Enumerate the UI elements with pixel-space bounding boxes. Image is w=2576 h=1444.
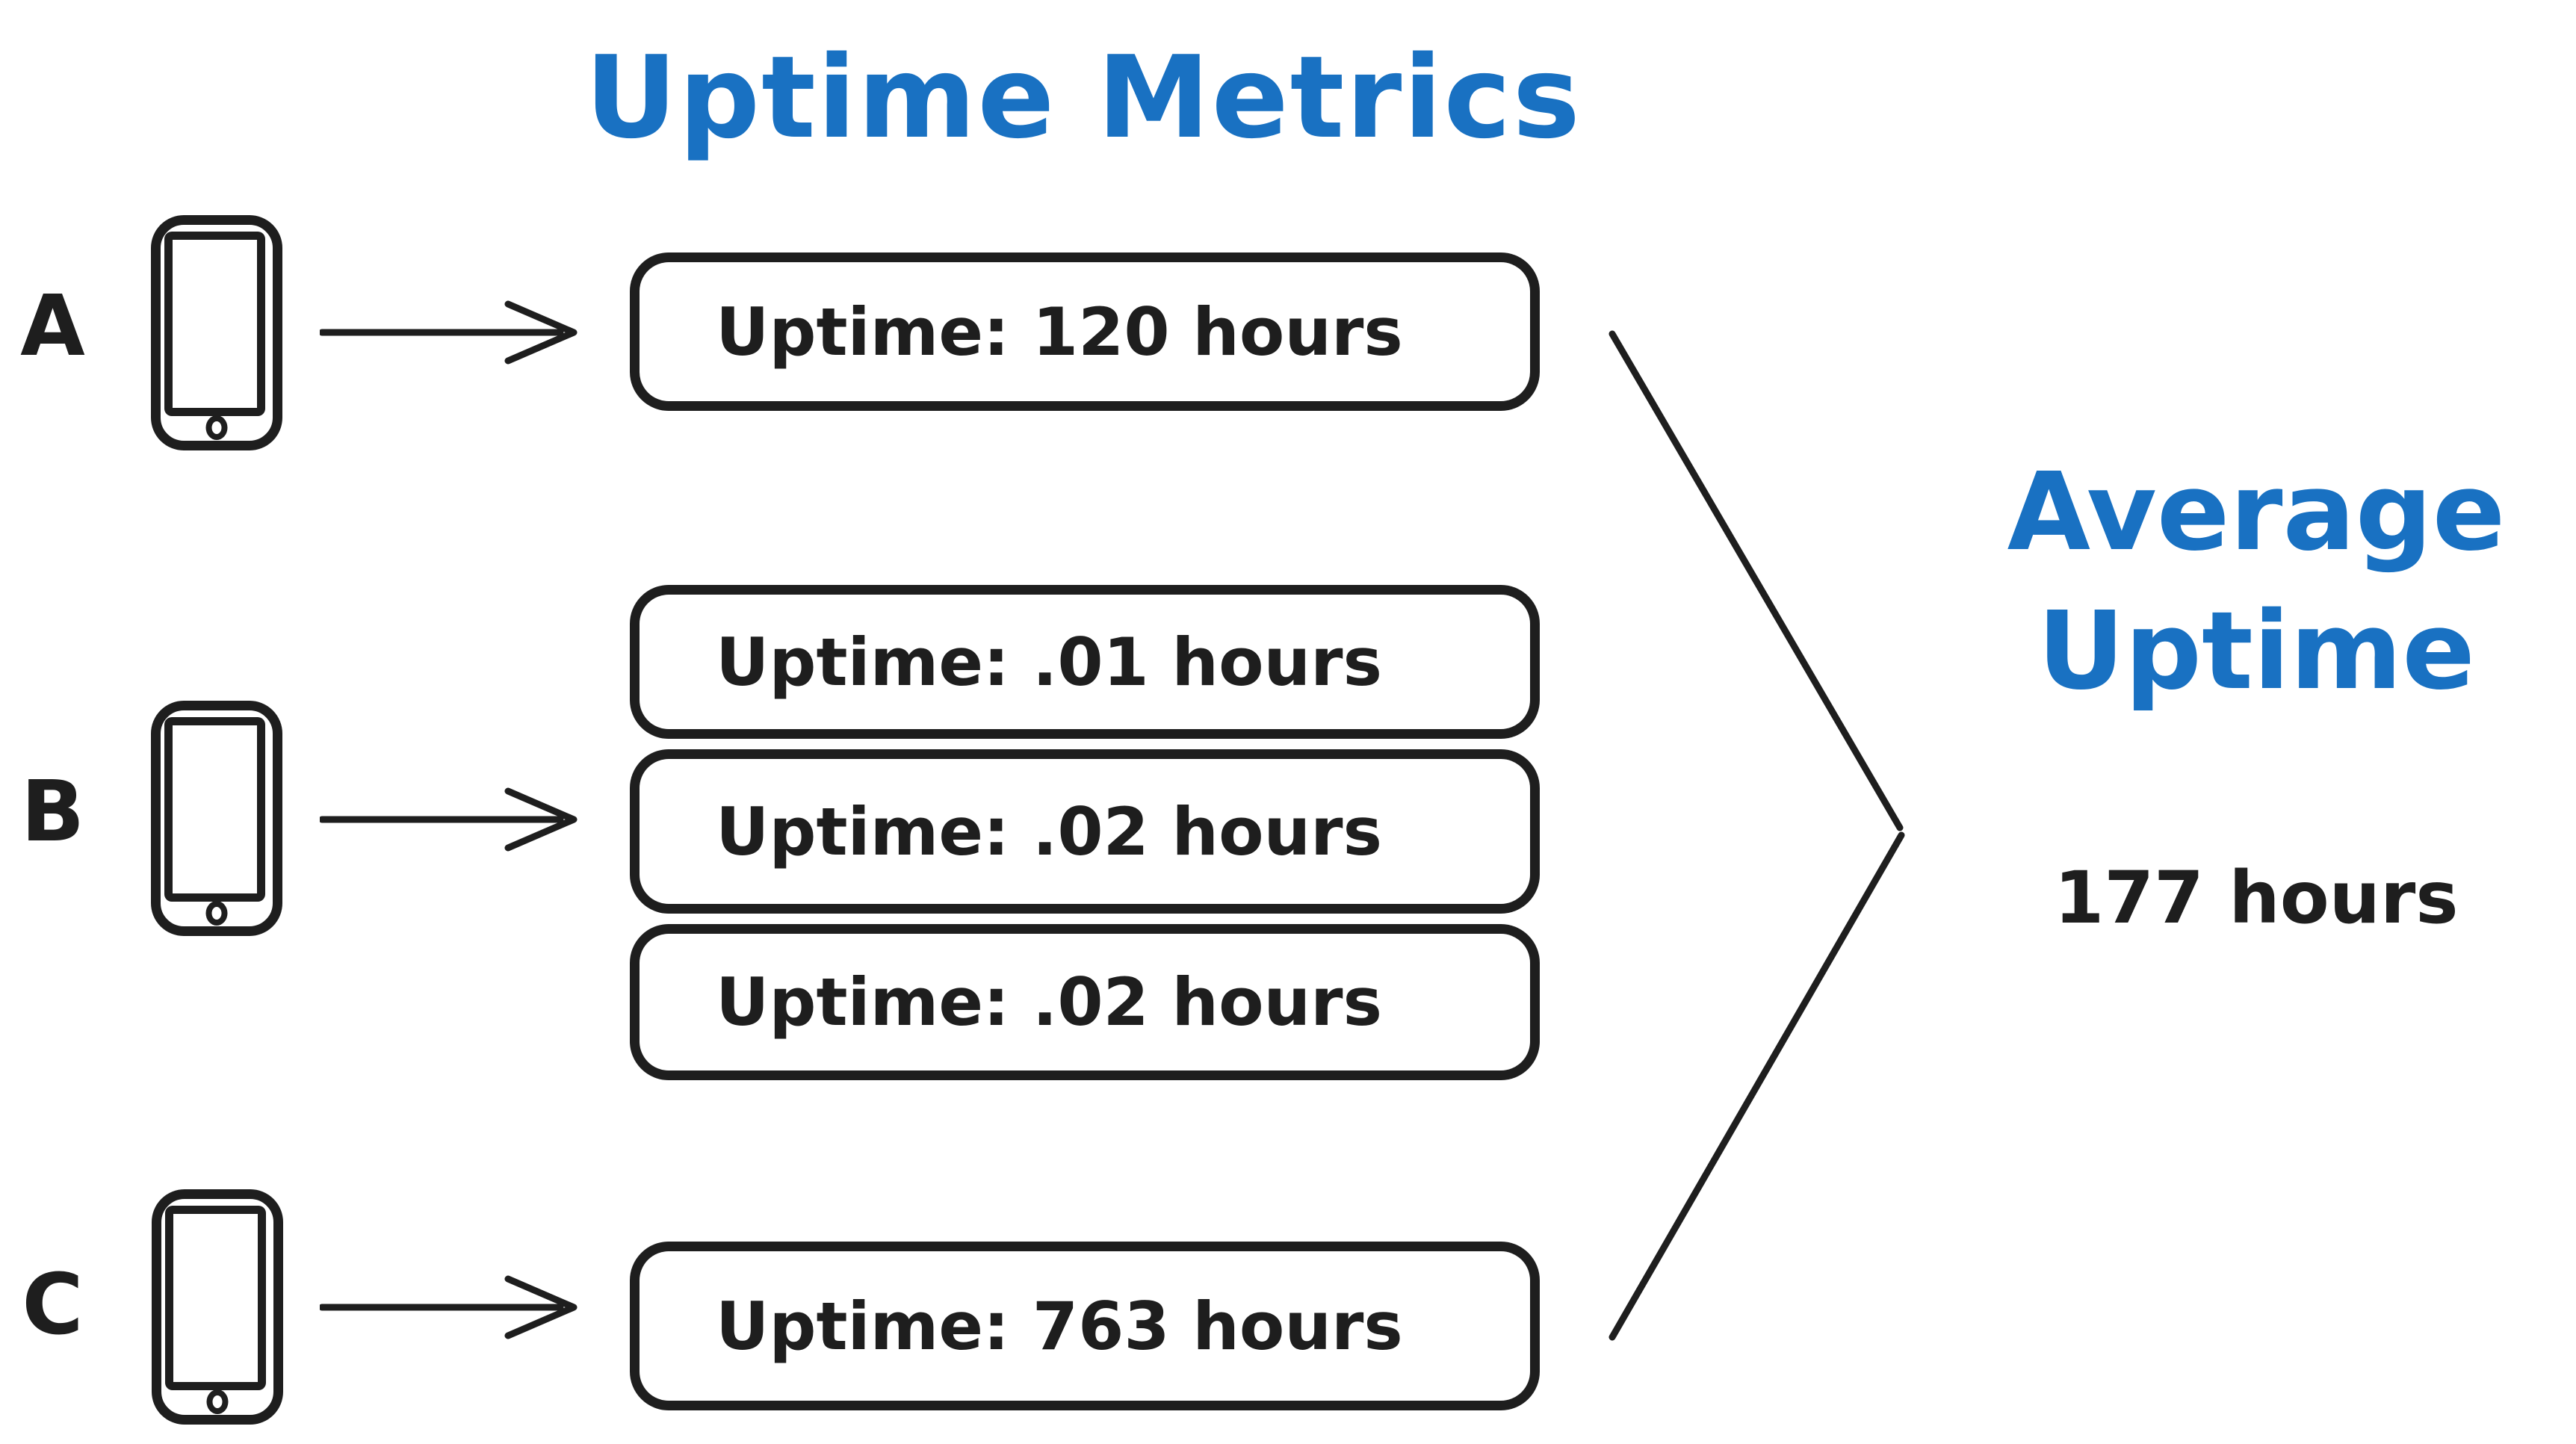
average-uptime-heading-line2: Uptime	[2037, 588, 2475, 713]
uptime-box-a-text: Uptime: 120 hours	[716, 293, 1403, 371]
device-c-label: C	[22, 1256, 84, 1354]
phone-screen	[164, 717, 265, 902]
uptime-box-b1-text: Uptime: .01 hours	[716, 623, 1382, 701]
uptime-box-b3-text: Uptime: .02 hours	[716, 964, 1382, 1041]
average-uptime-heading: Average Uptime	[1920, 442, 2576, 720]
arrow-right-icon-a	[320, 300, 578, 365]
diagram-title: Uptime Metrics	[584, 31, 1582, 164]
phone-screen	[165, 1206, 266, 1390]
uptime-box-b1: Uptime: .01 hours	[630, 585, 1540, 739]
phone-screen	[164, 232, 265, 416]
phone-b-icon	[151, 701, 282, 936]
phone-a-icon	[151, 215, 282, 450]
phone-home-button-icon	[206, 1389, 229, 1414]
merge-chevron-icon	[1609, 330, 1905, 1341]
uptime-box-b3: Uptime: .02 hours	[630, 924, 1540, 1080]
uptime-box-a: Uptime: 120 hours	[630, 252, 1540, 411]
average-uptime-value: 177 hours	[2054, 856, 2459, 940]
arrow-right-icon-c	[320, 1275, 578, 1339]
uptime-box-b2-text: Uptime: .02 hours	[716, 793, 1382, 870]
average-uptime-heading-line1: Average	[2007, 449, 2506, 574]
device-b-label: B	[20, 763, 85, 861]
phone-c-icon	[152, 1189, 283, 1425]
uptime-box-c-text: Uptime: 763 hours	[716, 1287, 1403, 1365]
device-a-label: A	[20, 278, 85, 375]
phone-home-button-icon	[205, 415, 228, 440]
uptime-box-c: Uptime: 763 hours	[630, 1242, 1540, 1410]
phone-home-button-icon	[205, 901, 228, 926]
arrow-right-icon-b	[320, 787, 578, 852]
uptime-box-b2: Uptime: .02 hours	[630, 749, 1540, 914]
